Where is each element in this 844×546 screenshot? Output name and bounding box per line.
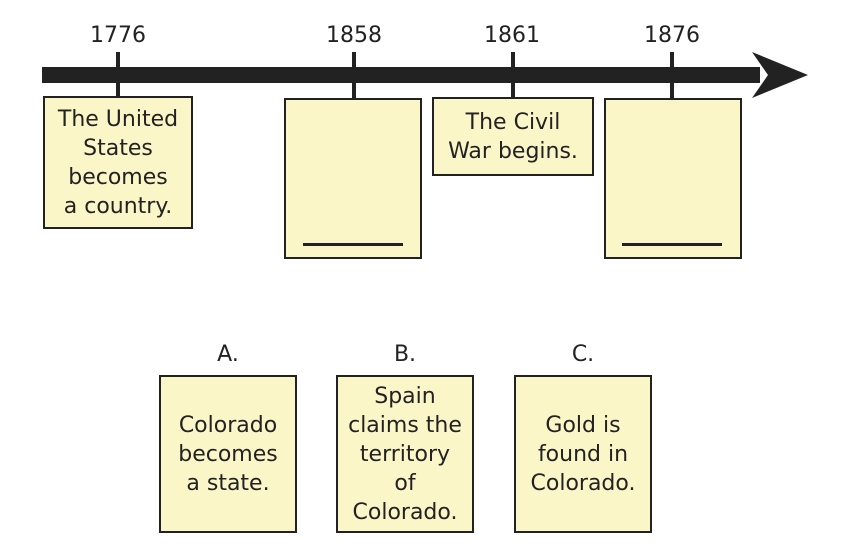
- choice-letter-c: C.: [571, 342, 595, 367]
- tick-1858: [352, 52, 356, 99]
- event-text-1861: The Civil War begins.: [448, 109, 578, 164]
- event-text-1776: The United States becomes a country.: [57, 106, 179, 219]
- choice-text-c: Gold is found in Colorado.: [530, 412, 636, 496]
- tick-1876: [670, 52, 674, 99]
- event-card-1861: The Civil War begins.: [432, 97, 594, 176]
- timeline-bar: [42, 67, 760, 83]
- tick-1776: [116, 52, 120, 97]
- event-card-1876-blank[interactable]: [604, 98, 742, 259]
- event-card-1858-blank[interactable]: [284, 98, 422, 259]
- timeline-arrow: [42, 52, 808, 98]
- event-card-1776: The United States becomes a country.: [43, 96, 193, 229]
- answer-blank-line: [622, 243, 722, 246]
- year-label-1861: 1861: [484, 23, 540, 48]
- year-label-1776: 1776: [90, 23, 146, 48]
- answer-blank-line: [303, 243, 403, 246]
- timeline-arrowhead: [752, 52, 808, 98]
- choice-text-a: Colorado becomes a state.: [178, 412, 278, 496]
- year-label-1858: 1858: [326, 23, 382, 48]
- choice-card-c[interactable]: Gold is found in Colorado.: [514, 375, 652, 533]
- choice-letter-a: A.: [217, 342, 239, 367]
- choice-card-a[interactable]: Colorado becomes a state.: [159, 375, 297, 533]
- choice-letter-b: B.: [393, 342, 417, 367]
- choice-card-b[interactable]: Spain claims the territory of Colorado.: [336, 375, 474, 533]
- year-label-1876: 1876: [644, 23, 700, 48]
- tick-1861: [511, 52, 515, 98]
- choice-text-b: Spain claims the territory of Colorado.: [348, 383, 462, 525]
